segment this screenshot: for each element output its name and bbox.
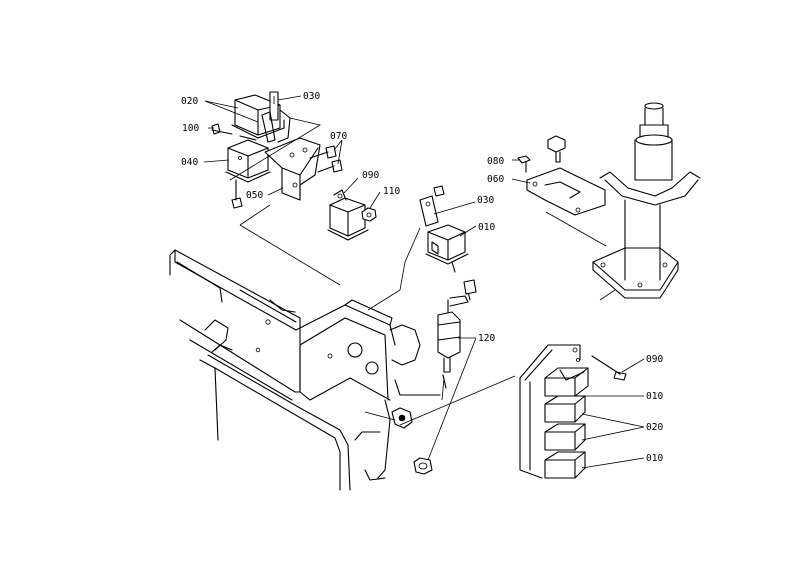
callout-050: 050	[246, 190, 263, 201]
screw-080	[517, 155, 531, 173]
relay-box	[519, 344, 627, 479]
screws-070	[309, 145, 343, 173]
terminal-030-center	[419, 185, 445, 227]
sensor-120	[437, 279, 477, 389]
callout-020-top: 020	[181, 96, 198, 107]
callout-030-center: 030	[477, 195, 494, 206]
bolt-100	[211, 123, 257, 141]
relay-010-center	[425, 224, 469, 273]
bracket-050	[264, 137, 321, 201]
callout-090-center: 090	[362, 170, 379, 181]
washer-120	[413, 457, 433, 475]
relay-040	[225, 139, 271, 209]
callout-060: 060	[487, 174, 504, 185]
callout-030-top: 030	[303, 91, 320, 102]
callout-010-right-lower: 010	[646, 453, 663, 464]
callout-010-center: 010	[478, 222, 495, 233]
callout-020-right: 020	[646, 422, 663, 433]
callout-120: 120	[478, 333, 495, 344]
callout-labels: 020 030 100 070 040 090 110 050 030 010 …	[181, 91, 663, 464]
callout-090-right: 090	[646, 354, 663, 365]
relay-020-top	[231, 91, 291, 143]
callout-080: 080	[487, 156, 504, 167]
callout-070: 070	[330, 131, 347, 142]
callout-040: 040	[181, 157, 198, 168]
callout-100: 100	[182, 123, 199, 134]
callout-010-right-upper: 010	[646, 391, 663, 402]
screw-upper-column	[547, 135, 566, 163]
bracket-060	[526, 167, 606, 216]
chassis-frame	[169, 249, 351, 491]
steering-column	[592, 102, 701, 301]
dash-panel	[295, 299, 441, 481]
relay-090-center	[327, 189, 369, 241]
callout-110: 110	[383, 186, 400, 197]
leader-lines	[203, 95, 645, 469]
nut-110	[361, 207, 377, 222]
